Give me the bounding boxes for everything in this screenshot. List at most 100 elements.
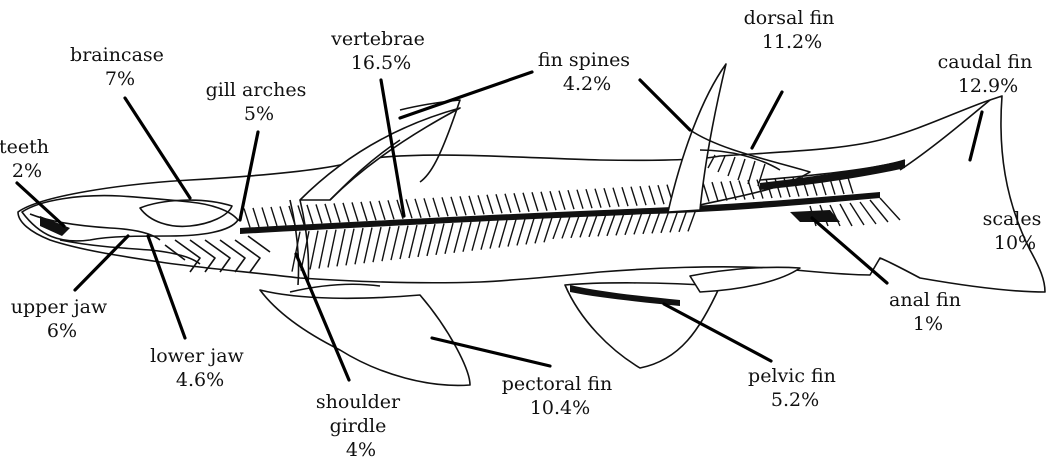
neural-spine [649,186,655,205]
rib [328,230,336,268]
rib [670,210,678,232]
leader-fin-spines [400,72,532,118]
neural-spine [325,204,331,223]
neural-spine [451,197,457,216]
neural-spine [388,200,394,219]
rib [643,212,651,234]
rib [598,214,606,236]
rib [508,219,516,246]
neural-spine [595,189,601,208]
neural-spine [487,195,493,214]
neural-spine [280,206,286,225]
rib [589,215,597,237]
leader-fin-spines-2 [640,80,690,130]
leader-lower-jaw [148,236,185,338]
label-anal-fin-value: 1% [913,313,943,335]
label-scales: scales 10% [983,208,1048,254]
rib [562,216,570,238]
neural-spine [415,199,421,218]
neural-spine [631,187,637,206]
neural-spine [262,207,268,226]
label-teeth-value: 2% [12,160,42,182]
rib [535,218,543,243]
label-fin-spines: fin spines 4.2% [538,49,636,95]
label-shoulder-girdle-line2: girdle [330,415,387,437]
label-upper-jaw: upper jaw 6% [11,296,113,342]
rib [373,227,381,262]
rib [490,220,498,248]
label-braincase-name: braincase [70,44,164,66]
neural-spine [433,198,439,217]
label-fin-spines-value: 4.2% [563,73,611,95]
neural-spine [478,195,484,214]
neural-spine [532,192,538,211]
label-shoulder-girdle-value: 4% [346,439,376,461]
neural-spine [523,193,529,212]
neural-spine [703,183,709,202]
label-teeth-name: teeth [0,136,49,158]
neural-spine [424,198,430,217]
neural-spine [496,194,502,213]
label-vertebrae-name: vertebrae [330,28,425,50]
label-pelvic-fin-value: 5.2% [771,389,819,411]
neural-spine [334,203,340,222]
label-shoulder-girdle-line1: shoulder [316,391,401,413]
rib [346,229,354,266]
rib [652,211,660,233]
neural-spine [361,202,367,221]
neural-spine [514,193,520,212]
label-caudal-fin-name: caudal fin [938,51,1033,73]
label-anal-fin-name: anal fin [889,289,961,311]
first-dorsal-spine [300,100,460,200]
rib [400,226,408,260]
label-lower-jaw-value: 4.6% [176,369,224,391]
rib [427,224,435,256]
neural-spine [712,182,718,201]
label-shoulder-girdle: shoulder girdle 4% [316,391,406,461]
label-lower-jaw: lower jaw 4.6% [150,345,250,391]
neural-spine [568,190,574,209]
braincase-detail [140,200,232,226]
rib [418,225,426,257]
label-pectoral-fin-name: pectoral fin [502,373,613,395]
label-pelvic-fin: pelvic fin 5.2% [748,365,842,411]
rib [580,215,588,237]
rib [526,218,534,244]
neural-spine [370,201,376,220]
rib [391,226,399,260]
neural-spine [379,201,385,220]
label-braincase-value: 7% [105,68,135,90]
leader-caudal-fin [970,112,982,160]
label-pelvic-fin-name: pelvic fin [748,365,836,387]
label-teeth: teeth 2% [0,136,55,182]
label-dorsal-fin-value: 11.2% [762,31,822,53]
pectoral-fin-shape [260,290,470,385]
neural-spine [505,194,511,213]
shark-illustration [18,64,1045,385]
label-dorsal-fin: dorsal fin 11.2% [744,7,841,53]
rib [544,217,552,242]
neural-spine [442,197,448,216]
label-vertebrae: vertebrae 16.5% [330,28,431,74]
label-lower-jaw-name: lower jaw [150,345,244,367]
dorsal-fin-shape [668,64,810,212]
label-vertebrae-value: 16.5% [351,52,411,74]
rib [661,211,669,233]
neural-spine [253,208,259,227]
neural-spine [406,199,412,218]
vertebral-column [240,192,880,234]
neural-spine [316,204,322,223]
label-upper-jaw-value: 6% [47,320,77,342]
neural-spine [271,207,277,226]
label-dorsal-fin-name: dorsal fin [744,7,835,29]
label-scales-name: scales [983,208,1042,230]
shoulder-girdle-shape [290,200,309,285]
neural-spine [577,190,583,209]
rib [616,213,624,235]
neural-spine [244,208,250,227]
neural-spine [307,205,313,224]
label-fin-spines-name: fin spines [538,49,630,71]
label-gill-arches: gill arches 5% [206,79,313,125]
